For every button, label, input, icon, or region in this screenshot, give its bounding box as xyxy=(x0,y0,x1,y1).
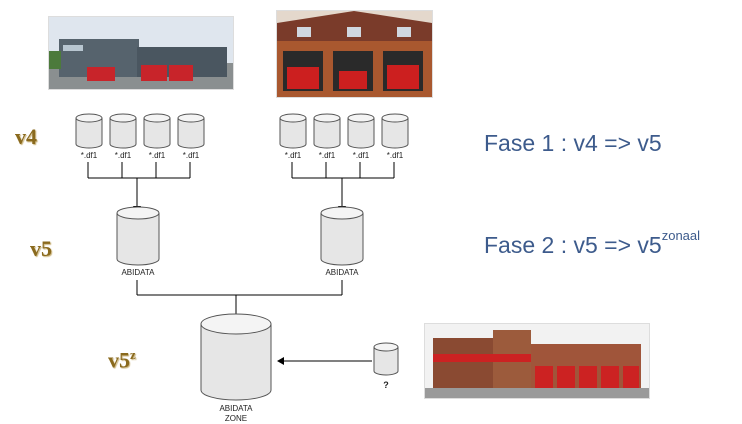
unknown-source-cylinder xyxy=(373,342,399,376)
df1-file-cylinder xyxy=(347,113,375,149)
abidata-database-right xyxy=(320,206,364,266)
df1-file-cylinder xyxy=(177,113,205,149)
df1-label: *.df1 xyxy=(114,151,132,160)
fire-station-photo-3 xyxy=(424,323,650,399)
version-label-v5-zone: v5z xyxy=(108,347,136,373)
df1-file-cylinder xyxy=(279,113,307,149)
version-label-v5-zone-sup: z xyxy=(130,347,136,362)
df1-label: *.df1 xyxy=(80,151,98,160)
abidata-label-left: ABIDATA xyxy=(121,268,155,277)
df1-label: *.df1 xyxy=(148,151,166,160)
abidata-database-left xyxy=(116,206,160,266)
df1-file-cylinder xyxy=(109,113,137,149)
df1-file-cylinder xyxy=(75,113,103,149)
df1-label: *.df1 xyxy=(318,151,336,160)
version-label-v5-zone-base: v5 xyxy=(108,347,130,373)
abidata-label-right: ABIDATA xyxy=(325,268,359,277)
df1-label: *.df1 xyxy=(284,151,302,160)
phase-1-text: Fase 1 : v4 => v5 xyxy=(484,130,662,156)
unknown-source-label: ? xyxy=(383,380,389,390)
df1-file-cylinder xyxy=(381,113,409,149)
df1-label: *.df1 xyxy=(352,151,370,160)
abidata-zone-database xyxy=(200,313,272,401)
version-label-v5: v5 xyxy=(30,236,52,261)
fire-station-photo-2 xyxy=(276,10,433,98)
version-label-v4: v4 xyxy=(15,124,37,149)
phase-2-text: Fase 2 : v5 => v5zonaal xyxy=(484,228,701,258)
df1-label: *.df1 xyxy=(182,151,200,160)
df1-file-cylinder xyxy=(313,113,341,149)
df1-label: *.df1 xyxy=(386,151,404,160)
abidata-zone-label: ABIDATA ZONE xyxy=(219,404,253,423)
fire-station-photo-1 xyxy=(48,16,234,90)
df1-file-cylinder xyxy=(143,113,171,149)
